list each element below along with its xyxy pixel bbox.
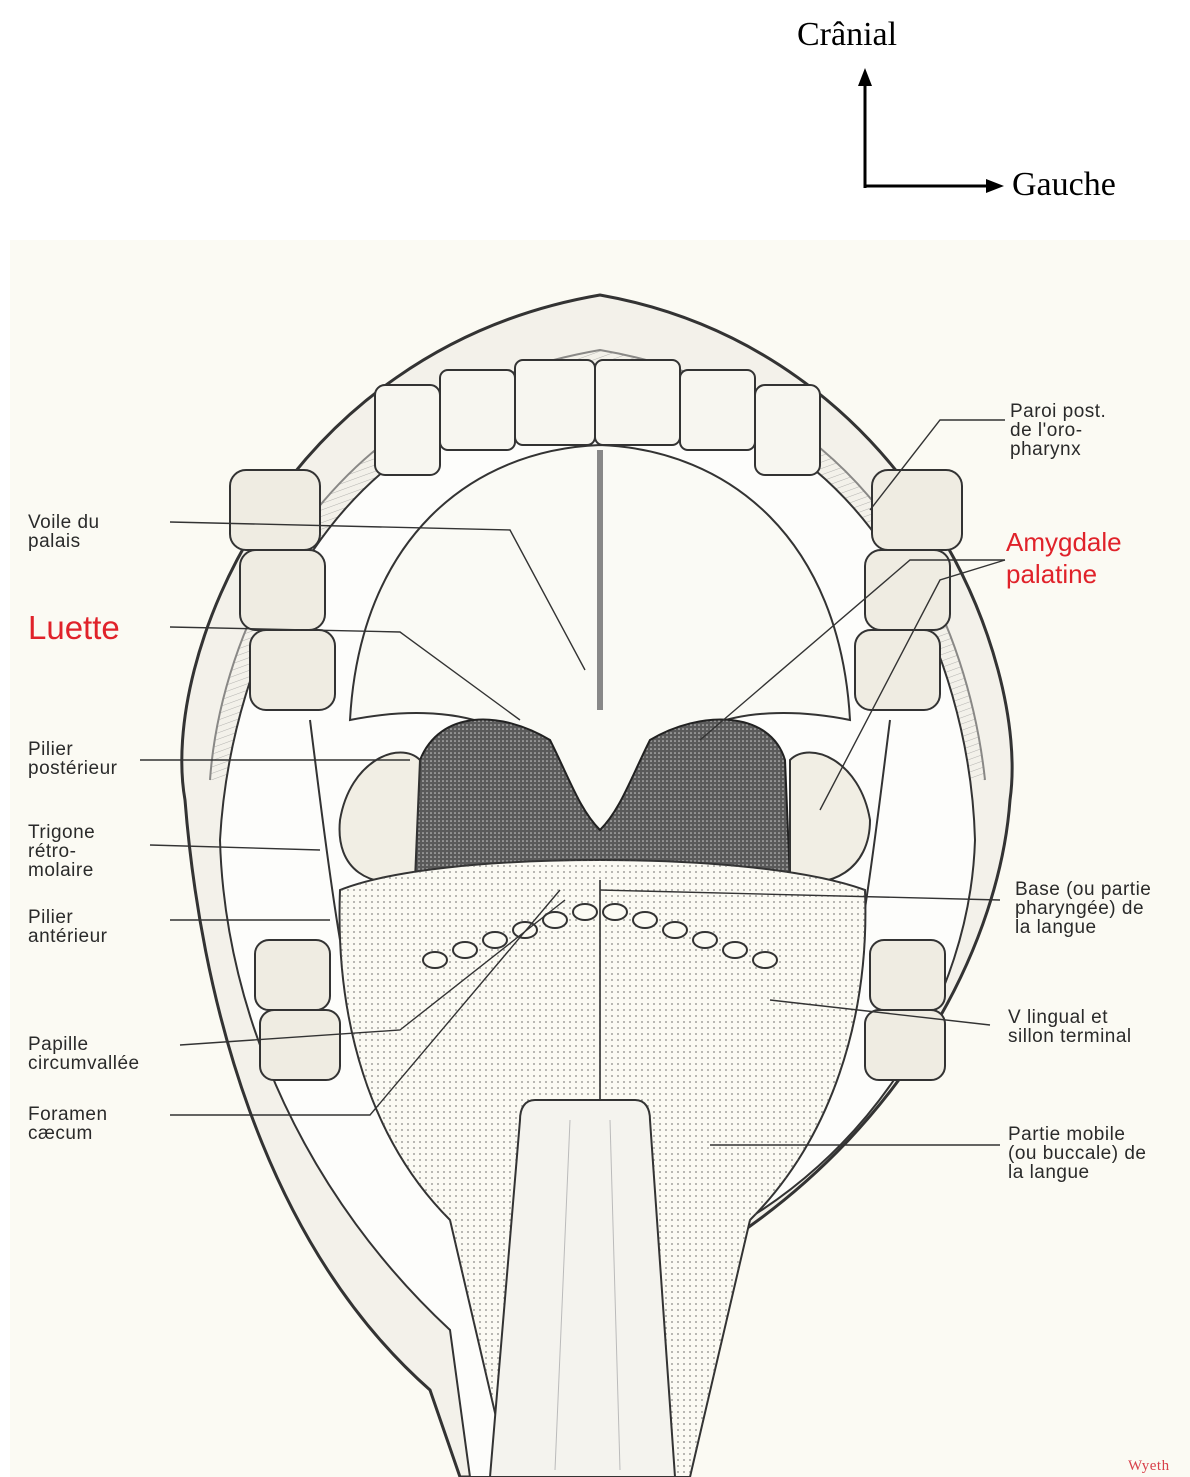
cranial-label: Crânial [797, 18, 897, 52]
label-pilier-posterieur: Pilier postérieur [28, 740, 118, 778]
left-label: Gauche [1012, 168, 1116, 202]
label-luette: Luette [28, 612, 120, 644]
label-paroi-oropharynx: Paroi post. de l'oro- pharynx [1010, 402, 1106, 459]
label-voile-du-palais: Voile du palais [28, 513, 100, 551]
label-partie-mobile: Partie mobile (ou buccale) de la langue [1008, 1125, 1146, 1182]
label-foramen-caecum: Foramen cæcum [28, 1105, 108, 1143]
label-trigone-retromolaire: Trigone rétro- molaire [28, 823, 95, 880]
label-pilier-anterieur: Pilier antérieur [28, 908, 108, 946]
signature: Wyeth [1128, 1457, 1170, 1476]
orientation-arrows [840, 60, 1010, 200]
label-papille-circumvallee: Papille circumvallée [28, 1035, 140, 1073]
label-amygdale-palatine: Amygdale palatine [1006, 526, 1122, 590]
tongue-depressor [490, 1100, 675, 1477]
oral-cavity-illustration: Voile du palais Luette Pilier postérieur… [10, 240, 1190, 1477]
label-base-langue: Base (ou partie pharyngée) de la langue [1015, 880, 1151, 937]
label-v-lingual: V lingual et sillon terminal [1008, 1008, 1132, 1046]
